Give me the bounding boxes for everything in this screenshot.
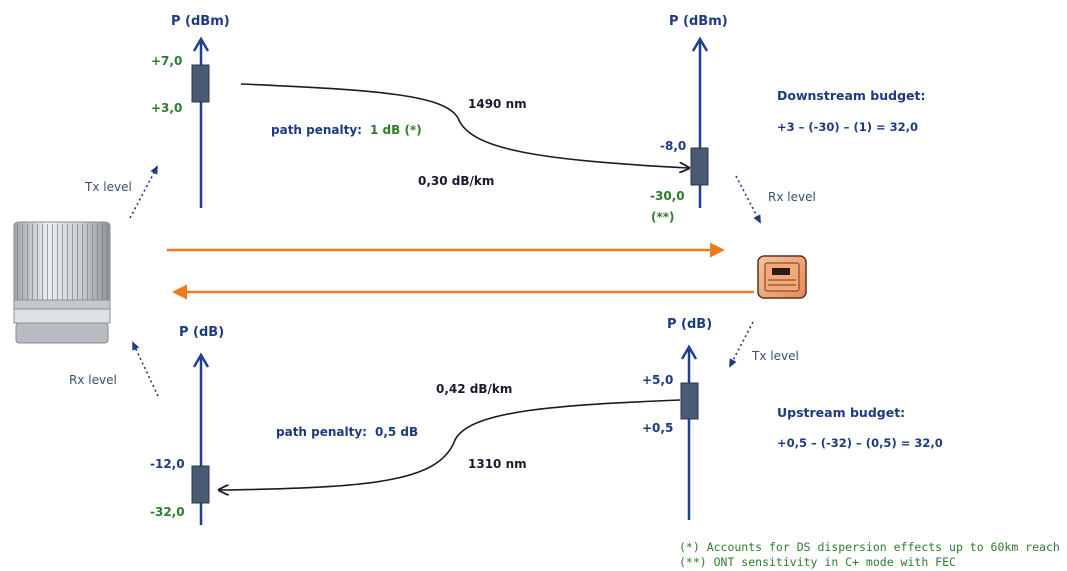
upper-right-note-marker: (**)	[651, 210, 675, 224]
lower-right-bottom-value: +0,5	[642, 421, 673, 435]
upper-right-axis-label: P (dBm)	[669, 14, 728, 29]
upper-right-bottom-value: -30,0	[650, 189, 685, 203]
upstream-penalty-value: 0,5 dB	[375, 425, 418, 439]
lower-left-axis-arrowhead	[192, 352, 210, 368]
upper-left-axis-arrowhead	[192, 36, 210, 52]
olt-tx-level-pointer	[129, 165, 158, 219]
ont-rx-level-label: Rx level	[768, 190, 816, 204]
ont-rx-level-pointer	[735, 175, 761, 224]
lower-left-axis-label: P (dB)	[179, 325, 224, 340]
upstream-penalty-label: path penalty:	[276, 425, 367, 439]
lower-right-top-value: +5,0	[642, 373, 673, 387]
upper-right-top-value: -8,0	[660, 139, 686, 153]
upper-left-axis: P (dBm) +7,0 +3,0	[151, 14, 230, 208]
olt-rx-level-pointer	[132, 341, 159, 397]
upstream-attenuation: 0,42 dB/km	[436, 382, 512, 396]
upper-right-axis: P (dBm) -8,0 -30,0 (**)	[650, 14, 728, 224]
upper-right-range-bar	[690, 147, 709, 186]
olt-rx-level-label: Rx level	[69, 373, 117, 387]
downstream-penalty-value: 1 dB (*)	[370, 123, 422, 137]
lower-right-axis-label: P (dB)	[667, 317, 712, 332]
upstream-budget-formula: +0,5 – (-32) – (0,5) = 32,0	[777, 436, 943, 450]
upper-right-axis-arrowhead	[691, 36, 709, 52]
ont-device-icon	[757, 255, 807, 299]
upper-left-axis-label: P (dBm)	[171, 14, 230, 29]
upstream-budget-title: Upstream budget:	[777, 405, 905, 420]
lower-right-range-bar	[680, 382, 699, 420]
olt-tx-level-label: Tx level	[84, 180, 132, 194]
footnote-ont-sensitivity: (**) ONT sensitivity in C+ mode with FEC	[679, 555, 956, 569]
lower-left-axis: P (dB) -12,0 -32,0	[150, 325, 224, 525]
upper-left-top-value: +7,0	[151, 54, 182, 68]
lower-right-axis: P (dB) +5,0 +0,5	[642, 317, 712, 520]
downstream-budget-title: Downstream budget:	[777, 88, 925, 103]
lower-left-top-value: -12,0	[150, 457, 185, 471]
downstream-wavelength: 1490 nm	[468, 97, 527, 111]
olt-device-icon	[13, 221, 111, 344]
upstream-wavelength: 1310 nm	[468, 457, 527, 471]
upper-left-bottom-value: +3,0	[151, 101, 182, 115]
footnote-dispersion: (*) Accounts for DS dispersion effects u…	[679, 540, 1060, 554]
ont-tx-level-label: Tx level	[751, 349, 799, 363]
downstream-budget-formula: +3 – (-30) – (1) = 32,0	[777, 120, 918, 134]
upstream-path-curve	[220, 399, 681, 490]
downstream-path-curve	[240, 83, 688, 168]
ont-tx-level-pointer	[729, 321, 754, 368]
lower-right-axis-arrowhead	[680, 344, 698, 360]
downstream-attenuation: 0,30 dB/km	[418, 174, 494, 188]
upper-left-range-bar	[191, 64, 210, 103]
lower-left-range-bar	[191, 465, 210, 504]
downstream-penalty-label: path penalty:	[271, 123, 362, 137]
lower-left-bottom-value: -32,0	[150, 505, 185, 519]
